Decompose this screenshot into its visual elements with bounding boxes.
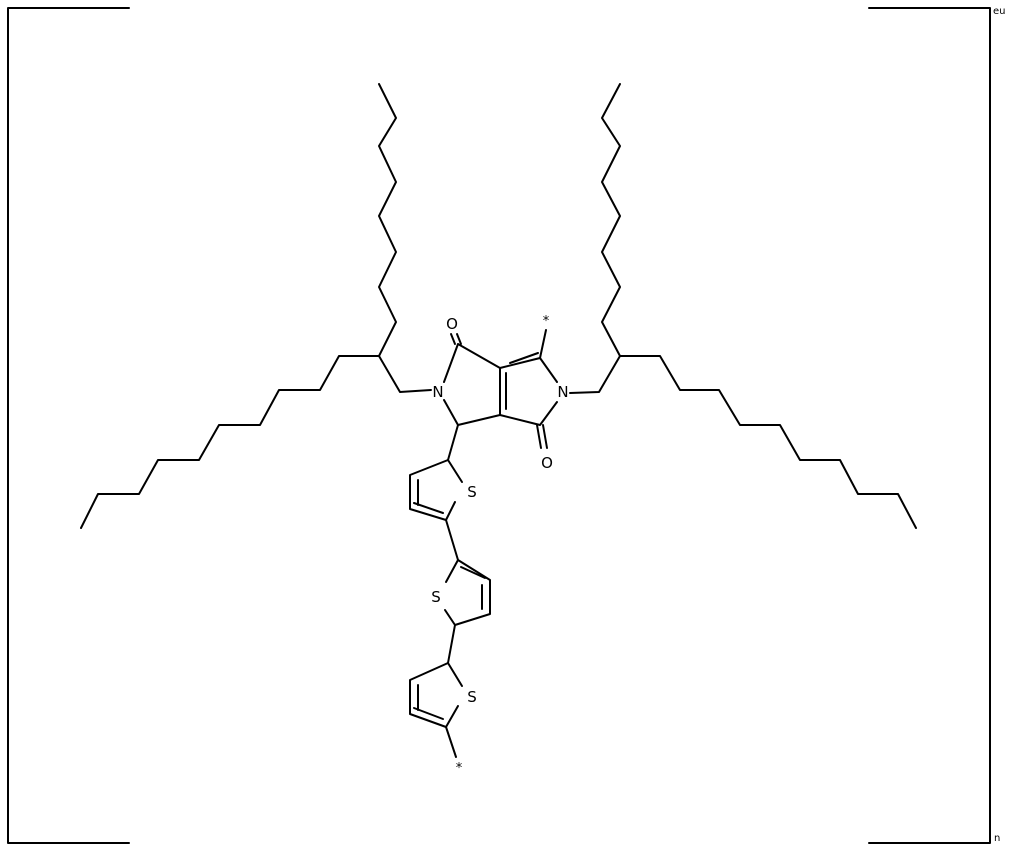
attachment-star-top: *	[543, 314, 550, 329]
atom-s-ring-1: S	[467, 483, 477, 501]
atom-o-top: O	[446, 315, 458, 333]
right-alkyl-chain	[569, 83, 917, 529]
polymer-bracket-left	[7, 7, 130, 844]
atom-n-left: N	[432, 383, 443, 401]
atom-s-ring-3: S	[467, 688, 477, 706]
bracket-subscript-label: n	[994, 833, 1000, 844]
thiophene-ring-3	[409, 662, 463, 758]
attachment-star-bottom: *	[456, 761, 463, 776]
atom-s-ring-2: S	[431, 588, 441, 606]
thiophene-ring-2	[444, 559, 491, 664]
polymer-bracket-right	[868, 7, 991, 844]
thiophene-ring-1	[409, 459, 463, 561]
left-alkyl-chain	[80, 83, 432, 529]
bracket-superscript-label: eu	[993, 6, 1006, 17]
atom-o-bottom: O	[541, 454, 553, 472]
atom-n-right: N	[557, 383, 568, 401]
dpp-core	[443, 329, 558, 461]
